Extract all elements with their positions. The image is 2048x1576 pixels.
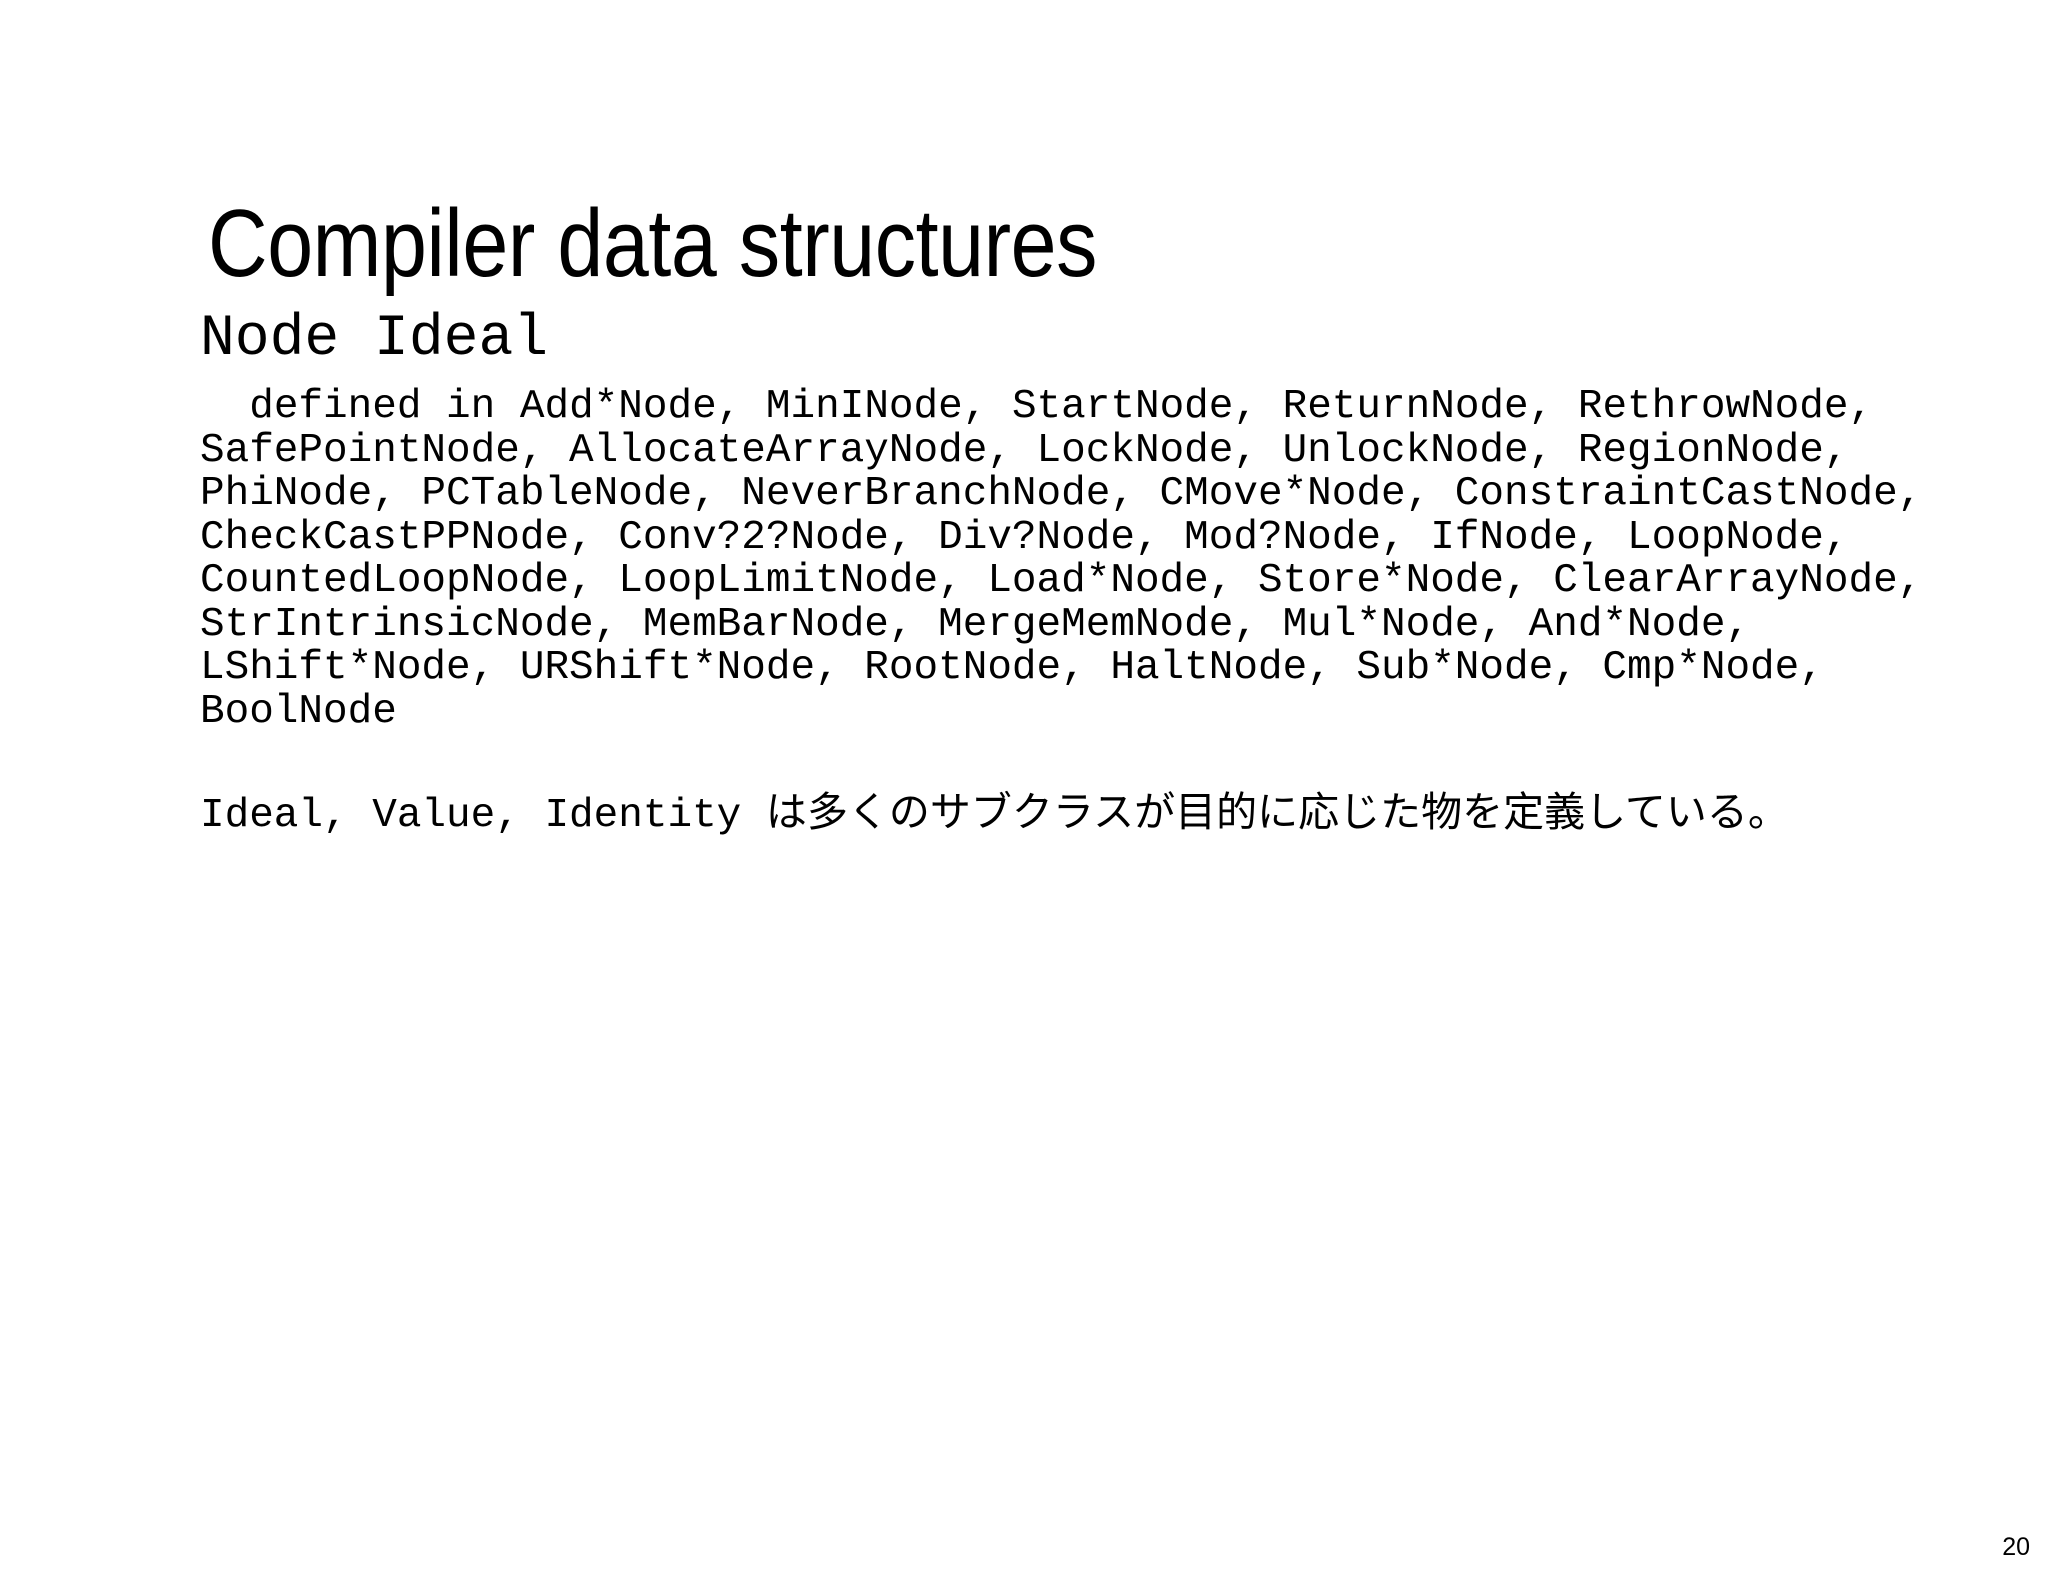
note-paragraph: Ideal, Value, Identity は多くのサブクラスが目的に応じた物…	[200, 781, 1960, 847]
note-code-prefix: Ideal, Value, Identity	[200, 793, 766, 840]
page-number: 20	[2002, 1533, 2030, 1561]
note-japanese-text: は多くのサブクラスが目的に応じた物を定義している。	[765, 788, 1789, 837]
page-title: Compiler data structures	[208, 190, 1098, 298]
section-heading-node-ideal: Node Ideal	[200, 307, 549, 372]
node-ideal-class-list: defined in Add*Node, MinINode, StartNode…	[200, 384, 1947, 735]
slide-body: Node Ideal defined in Add*Node, MinINode…	[200, 306, 2000, 847]
